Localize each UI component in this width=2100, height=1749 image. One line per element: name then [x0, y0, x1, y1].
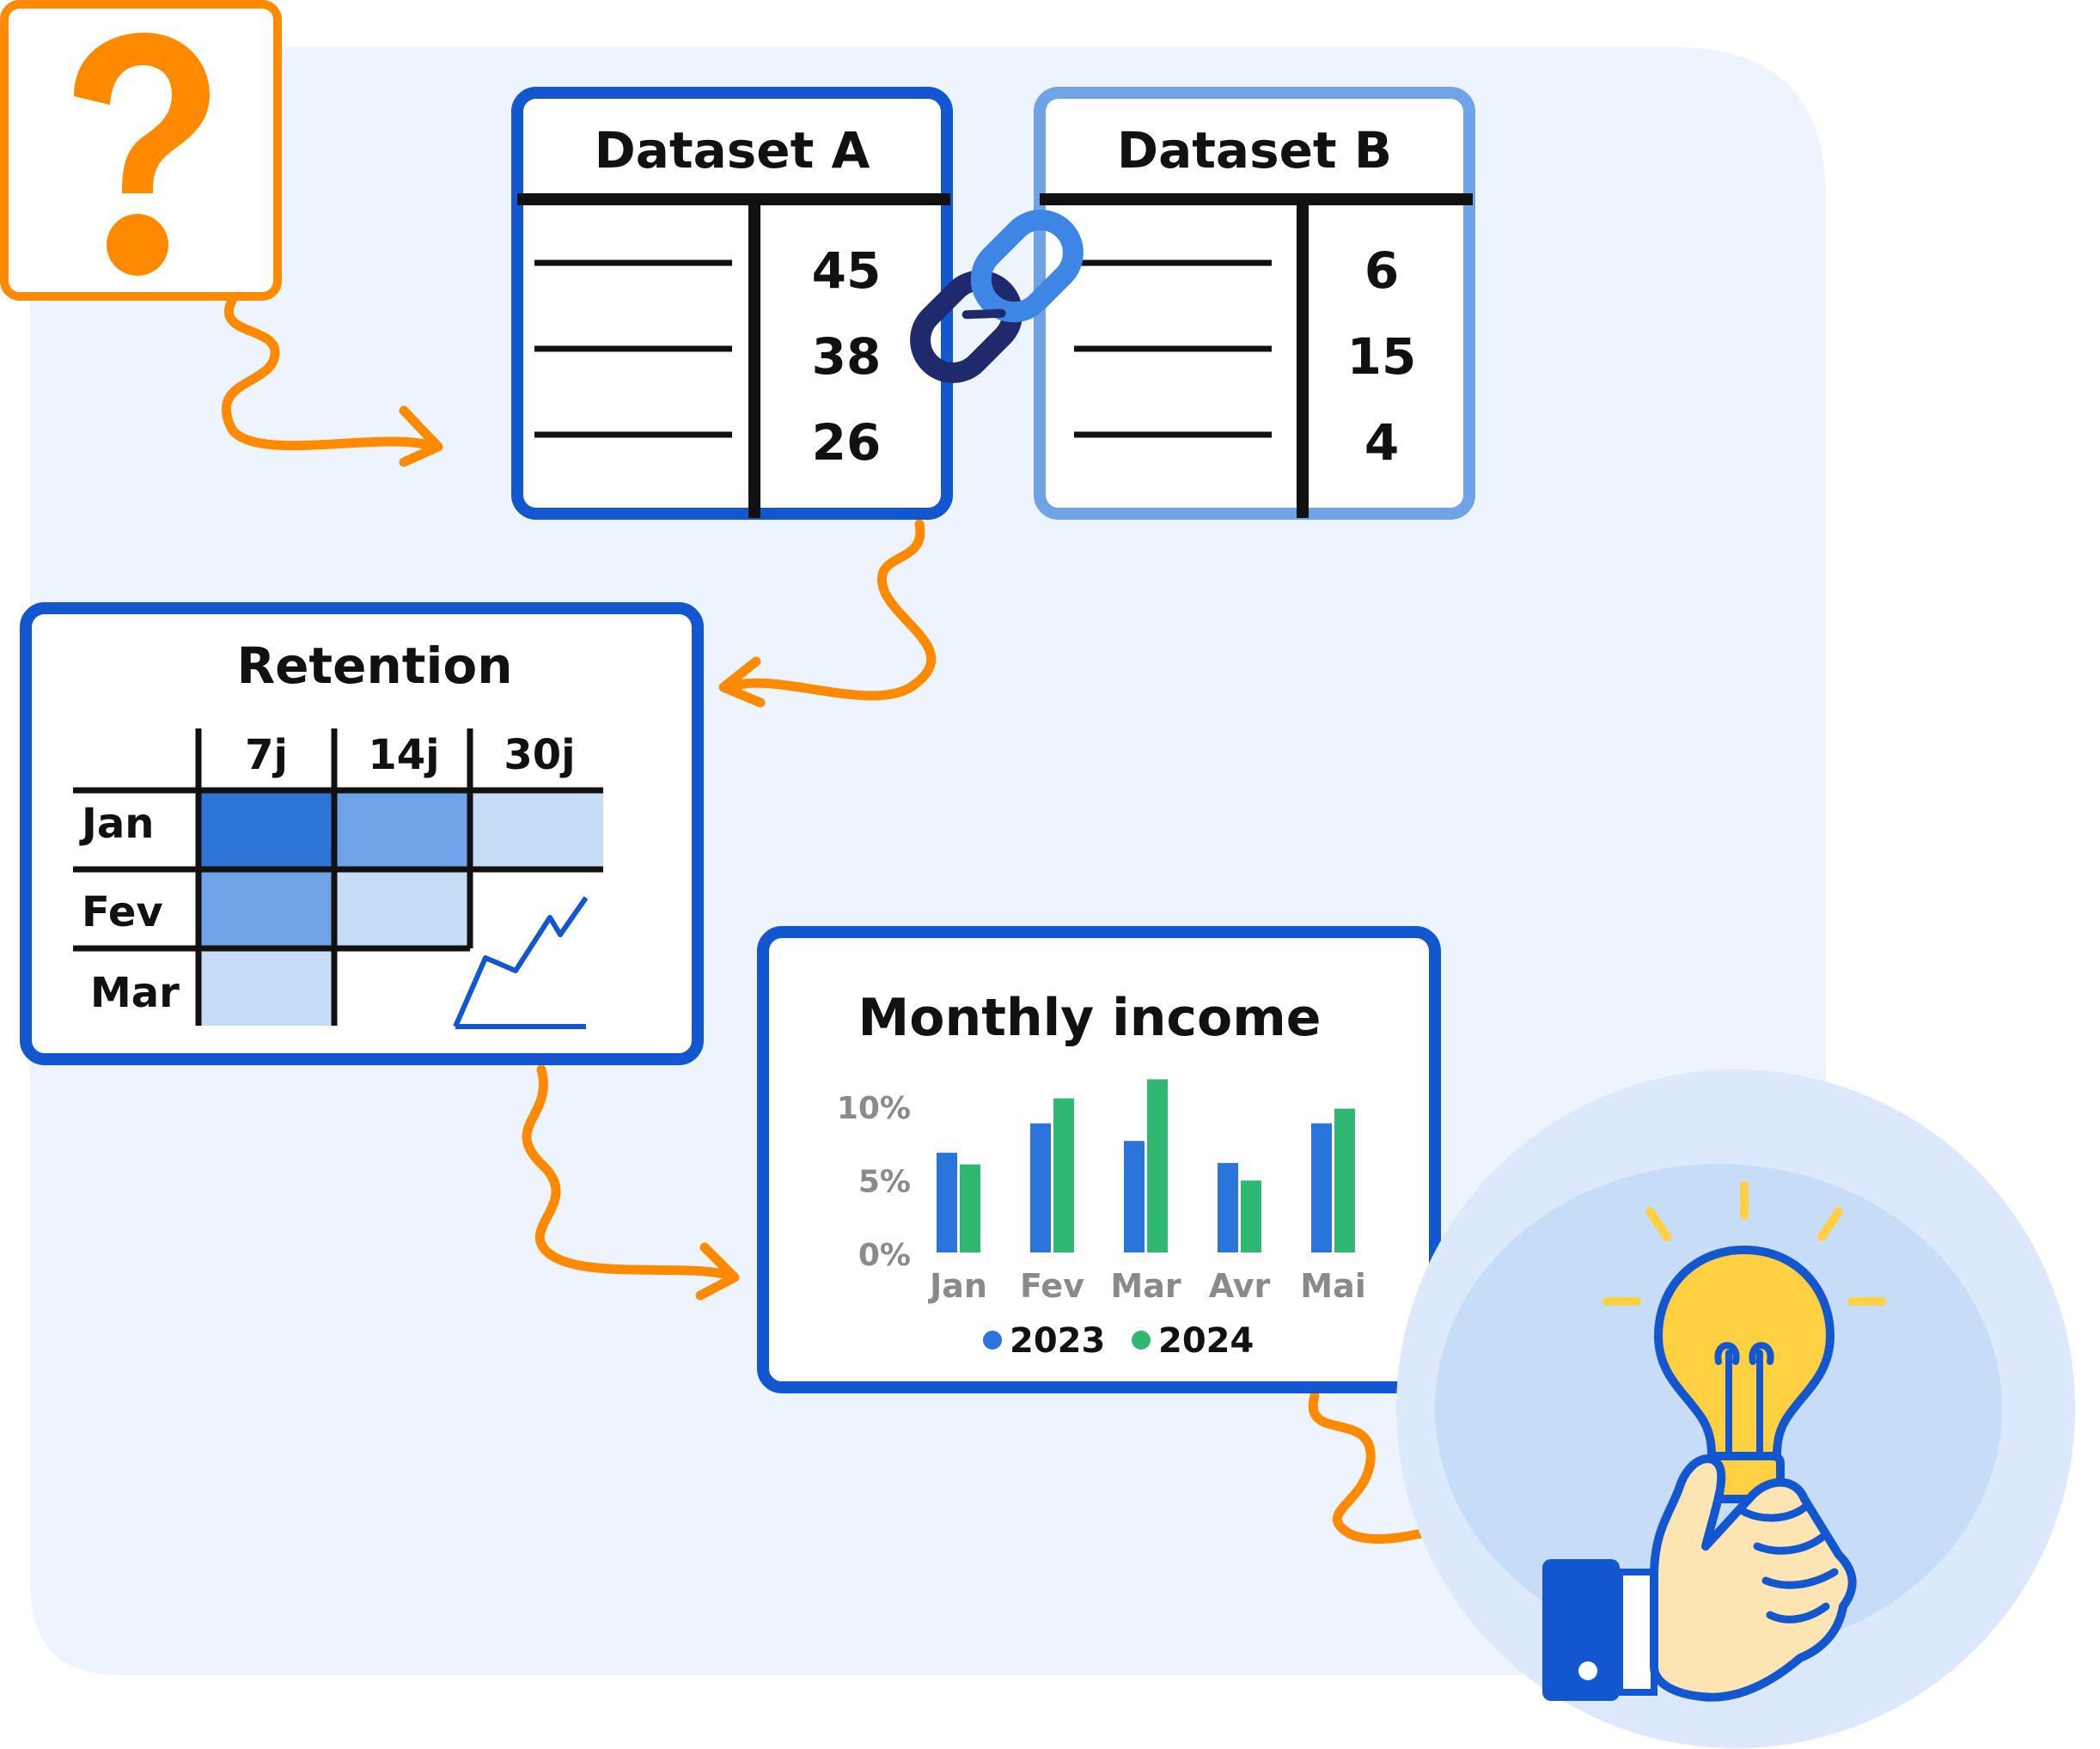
retention-card: Retention 7j 14j 30j Jan Fev Mar [20, 602, 704, 1065]
retention-cell-fev-14j [334, 869, 470, 948]
retention-col-30j: 30j [504, 731, 575, 779]
bar-fev-2023 [1030, 1123, 1051, 1252]
y-tick-label: 5% [858, 1165, 911, 1200]
retention-cell-fev-7j [198, 869, 334, 948]
arrowhead-1 [399, 405, 443, 467]
bar-avr-2023 [1218, 1162, 1238, 1252]
income-title: Monthly income [858, 988, 1322, 1048]
dataset-b-title: Dataset B [1117, 121, 1392, 180]
bar-jan-2023 [937, 1152, 957, 1252]
legend-label-2023: 2023 [1010, 1321, 1105, 1361]
retention-col-14j: 14j [368, 731, 439, 779]
dataset-b-value-3: 4 [1364, 413, 1399, 472]
retention-col-7j: 7j [245, 731, 288, 779]
y-tick-label: 10% [837, 1091, 911, 1126]
legend-dot-2024 [1132, 1331, 1151, 1350]
connector-dataset-to-retention [725, 519, 937, 701]
connector-question-to-dataset [221, 296, 439, 452]
retention-cell-mar-7j [198, 948, 334, 1026]
dataset-b-card: Dataset B 6 15 4 [1034, 87, 1475, 520]
dataset-a-value-3: 26 [812, 413, 882, 472]
retention-row-fev: Fev [82, 888, 163, 936]
question-mark-icon [74, 33, 210, 276]
dataset-a-value-2: 38 [812, 327, 882, 386]
dataset-b-value-2: 15 [1347, 327, 1417, 386]
bar-mar-2024 [1147, 1079, 1168, 1252]
bar-jan-2024 [960, 1164, 980, 1252]
lightbulb-hand-icon [1396, 1070, 2075, 1748]
x-tick-label: Mar [1110, 1267, 1181, 1305]
connector-retention-to-income [522, 1064, 736, 1281]
bar-mai-2024 [1334, 1108, 1355, 1252]
arrowhead-3 [695, 1242, 740, 1301]
trend-up-icon [453, 896, 589, 1029]
retention-cell-jan-14j [334, 790, 470, 869]
bar-mai-2023 [1311, 1123, 1332, 1252]
legend-dot-2023 [983, 1331, 1002, 1350]
dataset-a-card: Dataset A 45 38 26 [511, 87, 953, 520]
question-box [0, 0, 282, 301]
x-tick-label: Mai [1300, 1267, 1365, 1305]
dataset-a-title: Dataset A [595, 121, 870, 180]
retention-cell-jan-7j [198, 790, 334, 869]
income-bar-chart: 0% 5% 10% Jan Fev Mar Avr Mai [837, 1079, 1366, 1305]
bar-avr-2024 [1241, 1180, 1261, 1252]
retention-title: Retention [236, 637, 512, 695]
x-tick-label: Fev [1020, 1267, 1084, 1305]
retention-cell-jan-30j [470, 790, 603, 869]
dataset-b-value-1: 6 [1364, 241, 1399, 300]
x-tick-label: Avr [1209, 1267, 1271, 1305]
chain-link-icon [910, 210, 1084, 383]
x-tick-label: Jan [927, 1267, 987, 1305]
arrowhead-2 [718, 656, 766, 708]
income-card: Monthly income 0% 5% 10% Jan Fev Mar Avr Mai 20… [757, 926, 1441, 1393]
bar-fev-2024 [1053, 1098, 1074, 1252]
retention-row-jan: Jan [79, 800, 154, 848]
bar-mar-2023 [1124, 1141, 1145, 1252]
legend-label-2024: 2024 [1158, 1321, 1254, 1361]
y-tick-label: 0% [858, 1238, 911, 1273]
dataset-a-value-1: 45 [812, 241, 882, 300]
retention-row-mar: Mar [90, 969, 180, 1017]
